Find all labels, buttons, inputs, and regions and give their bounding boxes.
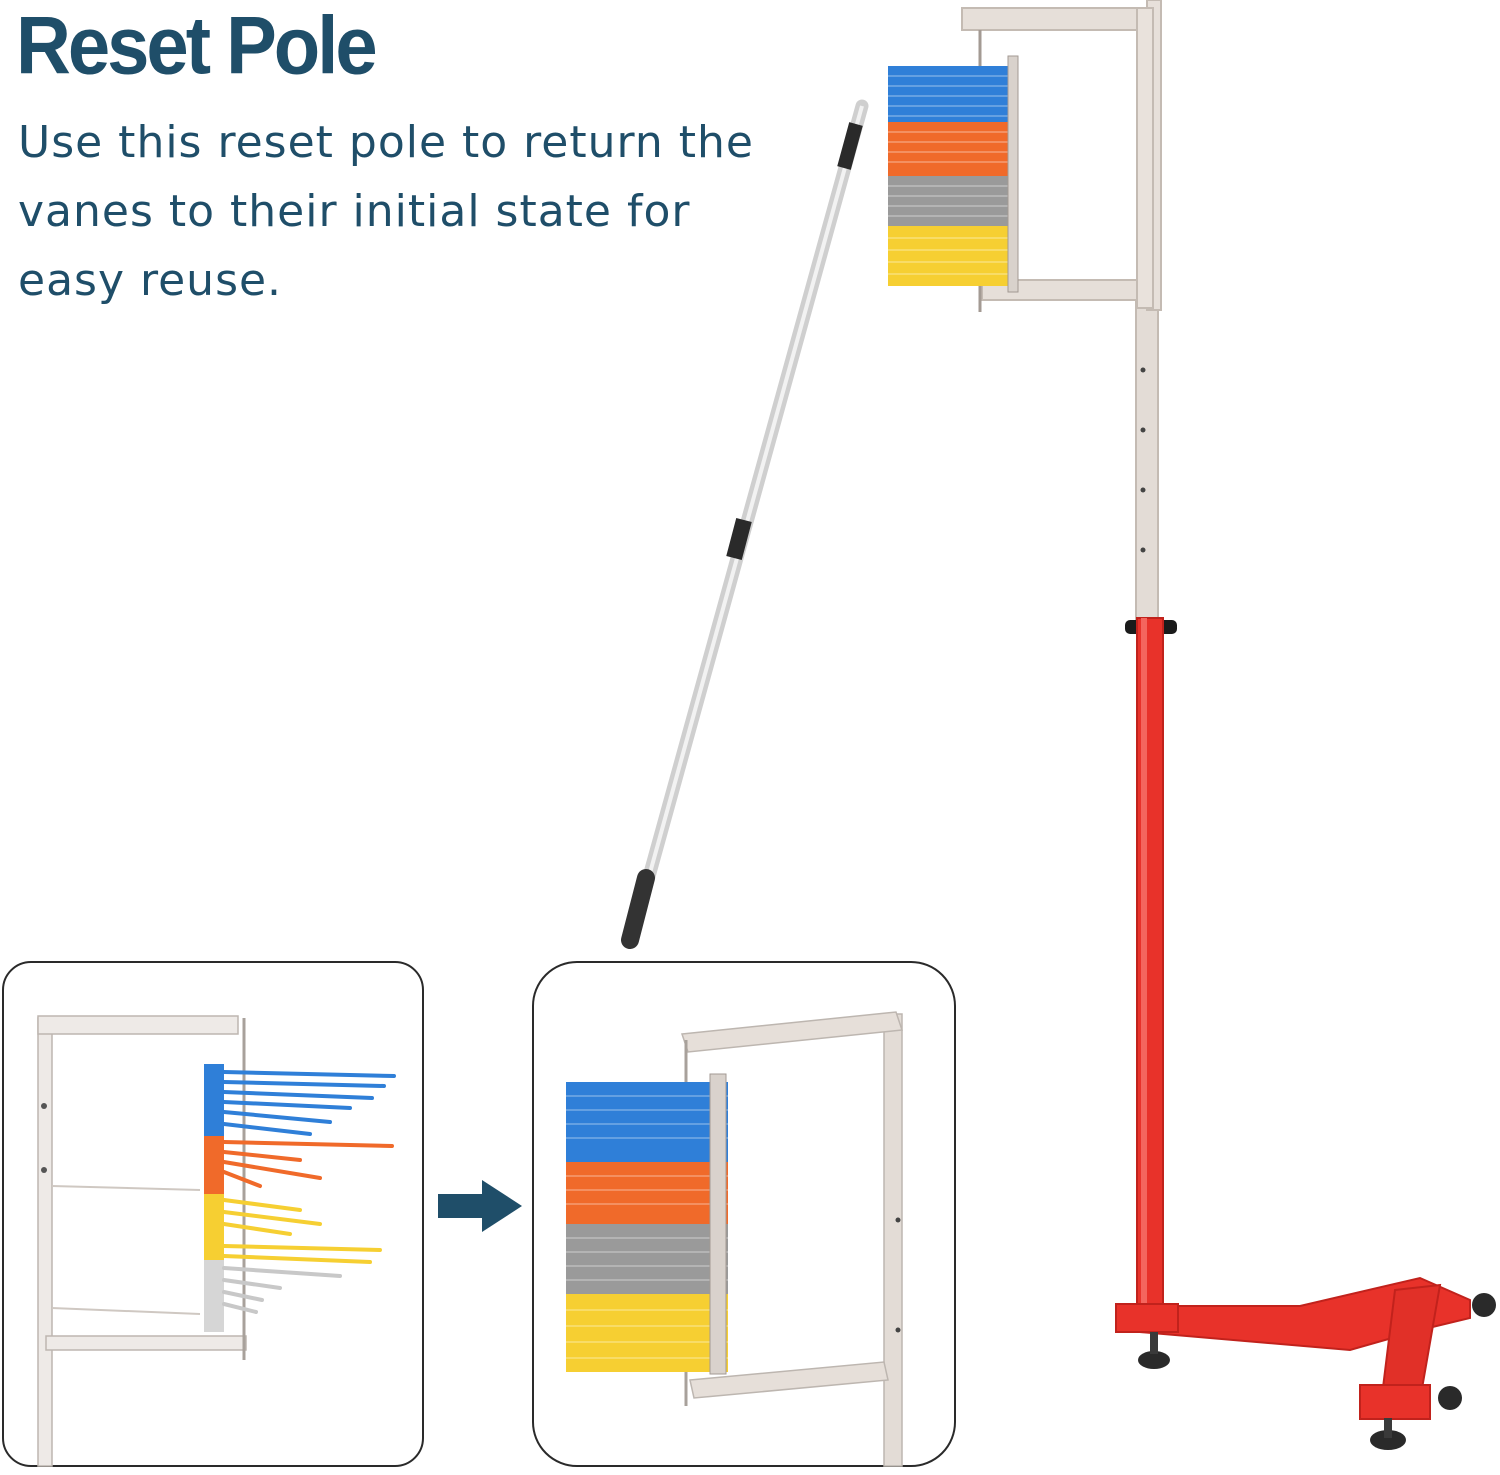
stand-lower-pole	[1136, 617, 1164, 1309]
page-title: Reset Pole	[16, 0, 378, 92]
reset-pole	[621, 99, 869, 949]
right-arrow-icon	[438, 1180, 522, 1232]
description-line-3: easy reuse.	[18, 255, 283, 306]
description: Use this reset pole to return the vanes …	[18, 108, 798, 315]
inset-before	[2, 961, 424, 1467]
stand-upper-pole	[1135, 299, 1159, 631]
stand-base	[1115, 1276, 1496, 1450]
vane-block-main	[888, 55, 1019, 293]
description-line-2: vanes to their initial state for	[18, 186, 691, 237]
main-stand	[888, 0, 1496, 1450]
description-line-1: Use this reset pole to return the	[18, 117, 754, 168]
inset-after	[532, 961, 956, 1467]
